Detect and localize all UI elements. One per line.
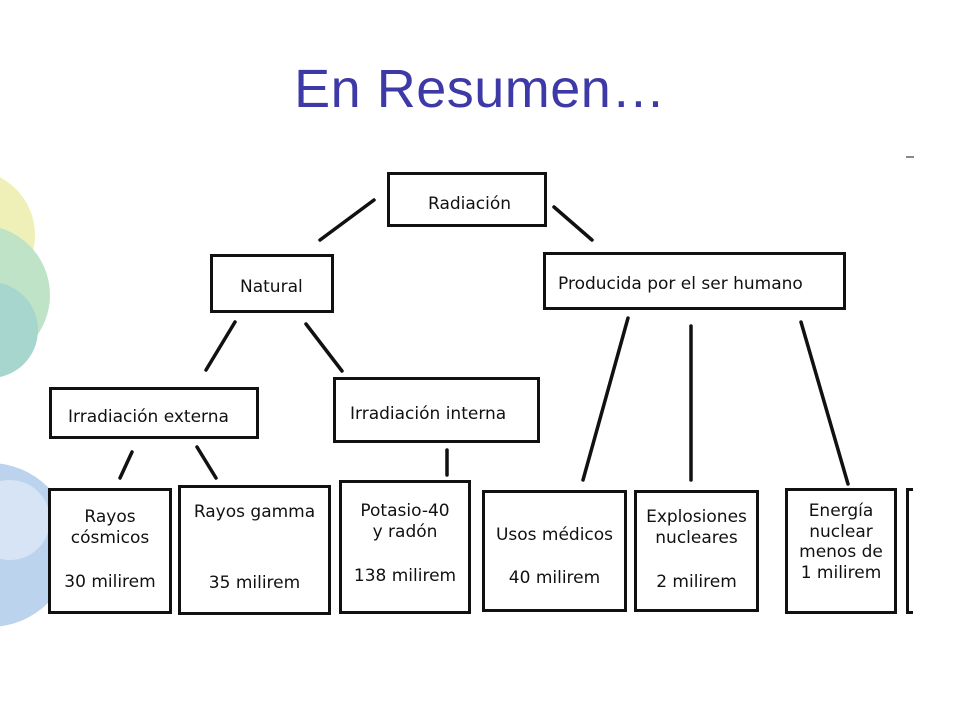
leaf-nuclear-explosions-dose: 2 milirem: [656, 572, 737, 593]
leaf-medical-uses: Usos médicos 40 milirem: [482, 490, 627, 612]
slide-title: En Resumen…: [294, 59, 666, 119]
line-natural-internal: [304, 322, 344, 373]
node-human-made-label: Producida por el ser humano: [558, 274, 803, 294]
leaf-gamma-rays-dose: 35 milirem: [208, 572, 301, 593]
leaf-potassium-radon-name-2: y radón: [372, 521, 438, 542]
deco-circle-blue-light: [0, 480, 50, 560]
leaf-medical-uses-name: Usos médicos: [495, 525, 614, 545]
line-external-cosmic: [118, 450, 134, 480]
leaf-potassium-radon-dose: 138 milirem: [353, 566, 457, 587]
leaf-nuclear-explosions: Explosiones nucleares 2 milirem: [634, 490, 759, 612]
leaf-nuclear-energy-line-3: menos de: [799, 542, 883, 563]
node-radiation: Radiación: [387, 172, 547, 227]
line-natural-external: [204, 320, 237, 372]
leaf-nuclear-energy-line-1: Energía: [808, 501, 874, 521]
line-human-nuclear: [799, 320, 850, 486]
line-root-natural: [318, 198, 376, 242]
node-natural-label: Natural: [240, 277, 303, 297]
leaf-nuclear-explosions-name-2: nucleares: [655, 527, 738, 548]
leaf-cosmic-rays-dose: 30 milirem: [64, 572, 156, 593]
node-natural: Natural: [210, 254, 334, 313]
node-internal-irradiation-label: Irradiación interna: [350, 404, 507, 424]
node-external-irradiation-label: Irradiación externa: [68, 407, 229, 427]
leaf-nuclear-explosions-name-1: Explosiones: [646, 507, 747, 527]
leaf-potassium-radon-name-1: Potasio-40: [360, 501, 450, 521]
deco-circle-teal: [0, 283, 38, 377]
corner-mark: [906, 156, 914, 158]
leaf-gamma-rays: Rayos gamma 35 milirem: [178, 485, 331, 615]
line-root-human: [552, 205, 594, 242]
line-external-gamma: [195, 445, 218, 480]
leaf-nuclear-energy-line-2: nuclear: [809, 521, 873, 542]
leaf-cosmic-rays: Rayos cósmicos 30 milirem: [48, 488, 172, 614]
node-external-irradiation: Irradiación externa: [49, 387, 259, 439]
cropped-box-edge: [906, 488, 913, 614]
leaf-cosmic-rays-name-1: Rayos: [84, 507, 136, 527]
line-human-medical: [581, 316, 630, 482]
node-radiation-label: Radiación: [428, 194, 512, 214]
leaf-nuclear-energy: Energía nuclear menos de 1 milirem: [785, 488, 897, 614]
node-internal-irradiation: Irradiación interna: [333, 377, 540, 443]
leaf-cosmic-rays-name-2: cósmicos: [70, 527, 150, 548]
node-human-made: Producida por el ser humano: [543, 252, 846, 310]
leaf-gamma-rays-name: Rayos gamma: [193, 502, 316, 522]
decorative-circles: [0, 177, 60, 627]
leaf-medical-uses-dose: 40 milirem: [508, 567, 601, 588]
leaf-potassium-radon: Potasio-40 y radón 138 milirem: [339, 480, 471, 614]
leaf-nuclear-energy-line-4: 1 milirem: [800, 563, 882, 584]
